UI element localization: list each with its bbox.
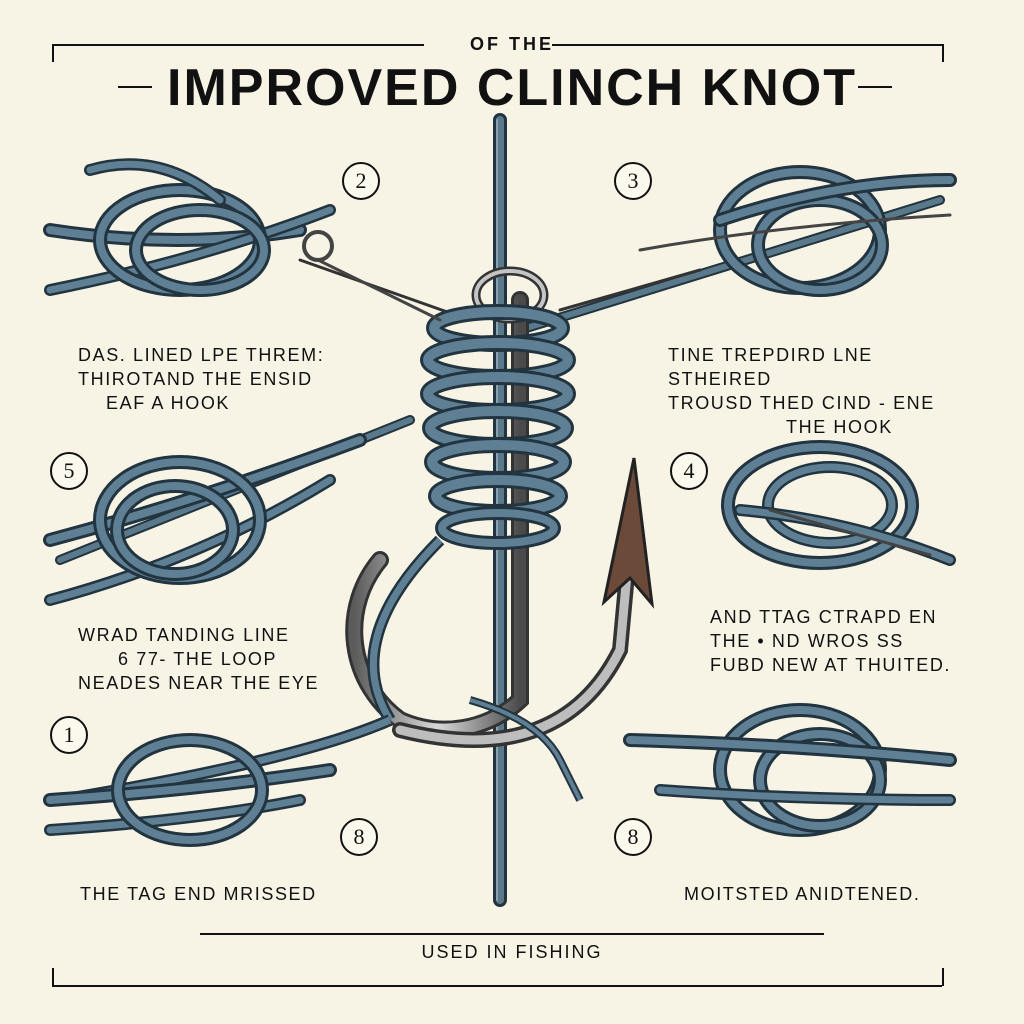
knot-step-8	[623, 703, 957, 837]
caption-step-3: TINE TREPDIRD LNE STHEIRED TROUSD THED C…	[668, 343, 978, 439]
caption-line: THE • ND WROS SS	[710, 631, 904, 651]
caption-line: FUBD NEW AT THUITED.	[710, 655, 952, 675]
bottom-frame	[52, 985, 942, 987]
caption-line: TROUSD THED CIND - ENE	[668, 393, 935, 413]
knot-step-4	[721, 440, 956, 570]
frame-right-edge	[942, 44, 944, 62]
knot-step-2	[43, 158, 442, 322]
knot-step-5	[43, 433, 367, 606]
caption-line: AND TTAG CTRAPD EN	[710, 607, 938, 627]
step-number-8-left: 8	[340, 818, 378, 856]
title-rule-left	[118, 86, 152, 88]
frame-right-bottom	[942, 968, 944, 986]
caption-line: 6 77- THE LOOP	[118, 649, 278, 669]
caption-step-2: DAS. LINED LPE THREM: THIROTAND THE ENSI…	[78, 343, 378, 415]
step-number-2: 2	[342, 162, 380, 200]
footer-rule	[200, 933, 824, 935]
step-number-4: 4	[670, 452, 708, 490]
knot-step-1	[43, 733, 337, 847]
caption-line: THE TAG END MRISSED	[80, 884, 317, 904]
frame-left-bottom	[52, 968, 54, 986]
caption-line: EAF A HOOK	[106, 393, 231, 413]
caption-line: WRAD TANDING LINE	[78, 625, 290, 645]
title-rule-right	[858, 86, 892, 88]
page-title: IMPROVED CLINCH KNOT	[167, 59, 857, 117]
caption-line: TINE TREPDIRD LNE STHEIRED	[668, 345, 873, 389]
caption-line: THE HOOK	[786, 417, 893, 437]
step-number-1: 1	[50, 716, 88, 754]
step-number-5: 5	[50, 452, 88, 490]
top-frame-left	[52, 44, 424, 46]
caption-line: NEADES NEAR THE EYE	[78, 673, 320, 693]
footer-text: USED IN FISHING	[421, 942, 603, 962]
caption-line: DAS. LINED LPE THREM:	[78, 345, 325, 365]
caption-line: THIROTAND THE ENSID	[78, 369, 313, 389]
header-kicker: OF THE	[470, 34, 554, 54]
caption-step-1: THE TAG END MRISSED	[80, 882, 380, 906]
step-number-3: 3	[614, 162, 652, 200]
clinch-coil	[59, 304, 584, 806]
step-number-8-right: 8	[614, 818, 652, 856]
top-frame-right	[552, 44, 944, 46]
caption-step-5: WRAD TANDING LINE 6 77- THE LOOP NEADES …	[78, 623, 378, 695]
caption-line: MOITSTED ANIDTENED.	[684, 884, 921, 904]
knot-step-3	[638, 165, 957, 297]
caption-step-8: MOITSTED ANIDTENED.	[684, 882, 984, 906]
frame-left-edge	[52, 44, 54, 62]
caption-step-4: AND TTAG CTRAPD EN THE • ND WROS SS FUBD…	[710, 605, 1000, 677]
